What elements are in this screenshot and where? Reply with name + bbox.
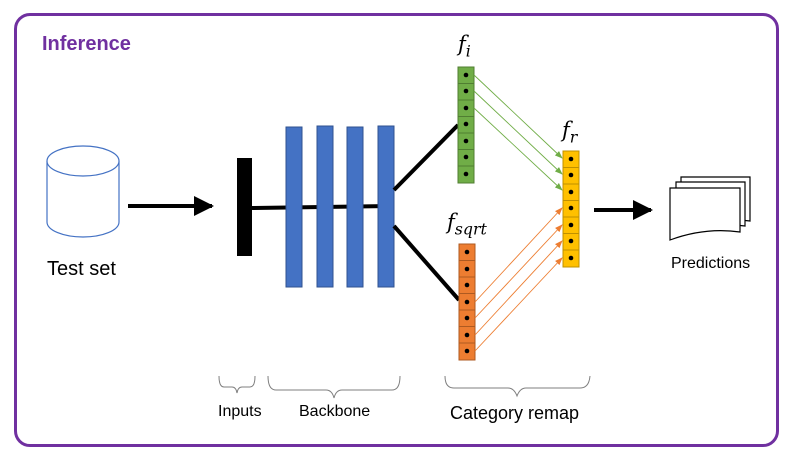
database-cylinder-icon — [46, 145, 120, 238]
backbone-layer — [316, 125, 334, 288]
backbone-layer — [285, 126, 303, 288]
branch-line-to-fsqrt — [392, 224, 461, 302]
panel-title: Inference — [42, 33, 131, 55]
backbone-layer — [346, 126, 364, 288]
fr-feature-vector — [562, 150, 580, 268]
input-bar — [237, 158, 252, 256]
fi-to-fr-remap-arrows — [473, 74, 563, 191]
document-stack-icon — [669, 176, 751, 241]
backbone-bracket — [267, 375, 401, 399]
fr-label: fr — [562, 118, 578, 147]
fsqrt-feature-vector — [458, 243, 476, 361]
category-remap-label: Category remap — [450, 403, 580, 423]
category-remap-bracket — [444, 375, 591, 398]
fsqrt-label: fsqrt — [447, 210, 487, 239]
brackets — [218, 375, 591, 399]
predictions-label: Predictions — [671, 255, 751, 272]
inference-panel-border — [14, 13, 779, 447]
fi-label: fi — [458, 32, 471, 61]
fsqrt-to-fr-remap-arrows — [474, 207, 563, 352]
backbone-layers — [285, 125, 395, 288]
backbone-layer — [377, 125, 395, 288]
inputs-label: Inputs — [218, 403, 262, 420]
inputs-bracket — [218, 375, 256, 394]
backbone-label: Backbone — [299, 403, 371, 420]
test-set-label: Test set — [47, 258, 116, 280]
branch-line-to-fi — [392, 123, 460, 192]
fi-feature-vector — [457, 66, 475, 184]
